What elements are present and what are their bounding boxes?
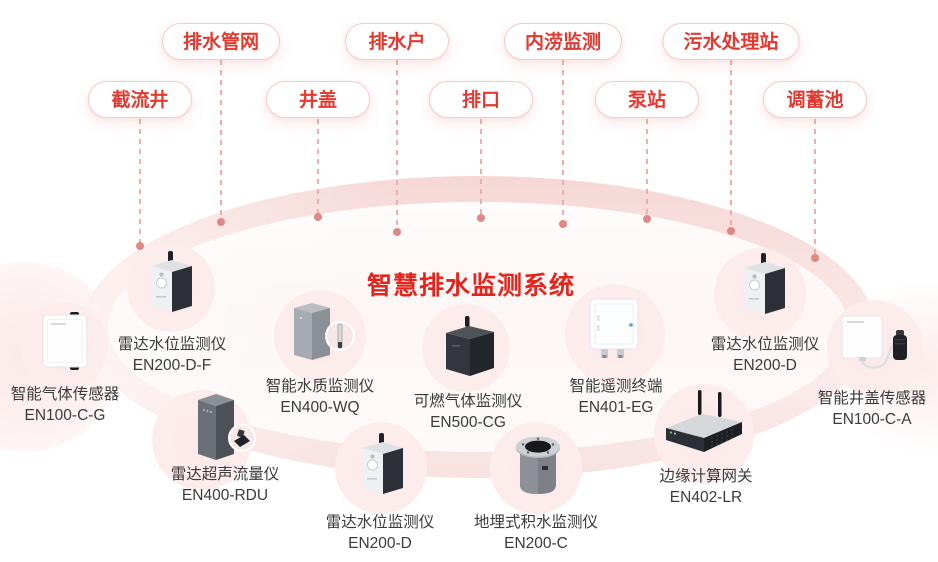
pill-drainage-user[interactable]: 排水户: [345, 23, 449, 60]
connector-dot: [559, 220, 567, 228]
device-name: 智能遥测终端: [569, 378, 663, 395]
buried-water-sensor-icon: [512, 428, 564, 498]
connector-pump-station: [643, 119, 651, 223]
connector-dot: [643, 215, 651, 223]
pill-waterlogging-monitoring[interactable]: 内涝监测: [503, 23, 623, 60]
pill-interception-well[interactable]: 截流井: [88, 81, 192, 118]
device-model: EN500-CG: [430, 414, 506, 431]
pill-drainage-pipe-network[interactable]: 排水管网: [161, 23, 281, 60]
device-name: 地埋式积水监测仪: [473, 514, 599, 531]
connector-pipe-network: [217, 60, 225, 226]
device-label: 雷达超声流量仪 EN400-RDU: [171, 464, 280, 506]
connector-manhole-cover: [314, 119, 322, 221]
connector-dot: [393, 228, 401, 236]
connector-drainage-user: [393, 60, 401, 236]
connector-sewage-station: [727, 60, 735, 235]
system-title: 智慧排水监测系统: [366, 272, 576, 300]
connector-dot: [217, 218, 225, 226]
device-model: EN400-WQ: [280, 399, 360, 416]
device-model: EN200-D: [733, 357, 797, 374]
radar-level-sensor-icon: [740, 252, 788, 316]
radar-level-sensor-icon: [147, 250, 195, 314]
device-label: 智能遥测终端 EN401-EG: [569, 376, 662, 418]
device-model: EN401-EG: [578, 399, 654, 416]
device-label: 地埋式积水监测仪 EN200-C: [474, 512, 598, 554]
connector-dot: [314, 213, 322, 221]
connector-dot: [477, 214, 485, 222]
device-label: 智能井盖传感器 EN100-C-A: [818, 388, 927, 430]
device-model: EN402-LR: [669, 489, 743, 506]
connector-storage-tank: [811, 119, 819, 262]
connector-interception-well: [136, 119, 144, 250]
connector-outfall: [477, 119, 485, 222]
ultrasonic-flow-meter-icon: [192, 390, 256, 464]
device-label: 边缘计算网关 EN402-LR: [659, 466, 752, 508]
device-name: 智能水质监测仪: [265, 378, 375, 395]
pill-storage-tank[interactable]: 调蓄池: [763, 81, 867, 118]
device-model: EN200-C: [504, 535, 568, 552]
connector-dot: [811, 254, 819, 262]
device-model: EN100-C-A: [832, 411, 912, 428]
connector-dot: [136, 242, 144, 250]
edge-gateway-icon: [662, 388, 746, 456]
connector-dot: [727, 227, 735, 235]
device-name: 边缘计算网关: [659, 468, 753, 485]
device-name: 雷达超声流量仪: [170, 466, 280, 483]
water-quality-monitor-icon: [290, 298, 356, 364]
device-label: 可燃气体监测仪 EN500-CG: [414, 391, 523, 433]
device-name: 雷达水位监测仪: [710, 336, 820, 353]
device-name: 雷达水位监测仪: [117, 336, 227, 353]
device-label: 雷达水位监测仪 EN200-D: [326, 512, 435, 554]
manhole-cover-sensor-icon: [840, 310, 914, 374]
device-model: EN100-C-G: [24, 407, 106, 424]
pill-sewage-treatment-station[interactable]: 污水处理站: [662, 23, 800, 60]
device-model: EN400-RDU: [181, 487, 269, 504]
combustible-gas-monitor-icon: [440, 314, 500, 378]
device-label: 雷达水位监测仪 EN200-D: [711, 334, 820, 376]
device-name: 可燃气体监测仪: [413, 393, 523, 410]
device-name: 雷达水位监测仪: [325, 514, 435, 531]
device-name: 智能气体传感器: [10, 386, 120, 403]
pill-outfall[interactable]: 排口: [429, 81, 533, 118]
gas-sensor-icon: [40, 310, 90, 372]
device-label: 智能水质监测仪 EN400-WQ: [266, 376, 375, 418]
device-label: 雷达水位监测仪 EN200-D-F: [118, 334, 227, 376]
radar-level-sensor-icon: [358, 432, 406, 496]
pill-pump-station[interactable]: 泵站: [595, 81, 699, 118]
device-model: EN200-D-F: [132, 357, 212, 374]
device-name: 智能井盖传感器: [817, 390, 927, 407]
connector-waterlogging: [559, 60, 567, 228]
device-label: 智能气体传感器 EN100-C-G: [11, 384, 120, 426]
pill-manhole-cover[interactable]: 井盖: [266, 81, 370, 118]
telemetry-terminal-icon: [585, 295, 643, 361]
device-model: EN200-D: [348, 535, 412, 552]
